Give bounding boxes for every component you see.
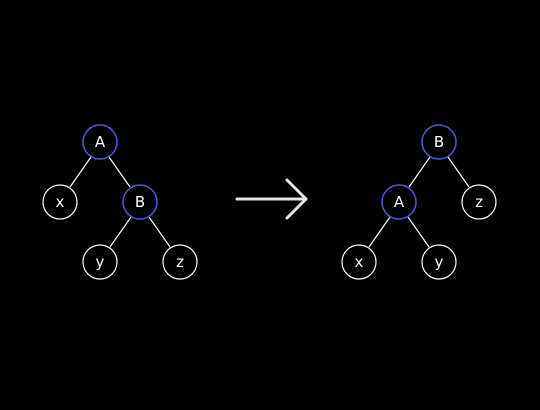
left-tree: A x B y z (42, 124, 198, 280)
right-node-b-label: B (434, 133, 444, 151)
left-node-a-label: A (95, 133, 106, 151)
left-node-b: B (122, 184, 158, 220)
left-edge-a-x (69, 156, 92, 188)
right-node-b-ring (421, 124, 457, 160)
right-node-y-label: y (435, 253, 444, 271)
left-node-z-ring (162, 244, 198, 280)
right-node-a-ring (381, 184, 417, 220)
left-node-b-label: B (135, 193, 145, 211)
right-node-z: z (461, 184, 497, 220)
right-edge-a-x (368, 216, 391, 248)
left-node-x-ring (42, 184, 78, 220)
left-node-y-label: y (96, 253, 105, 271)
left-node-y-ring (82, 244, 118, 280)
right-node-z-ring (461, 184, 497, 220)
left-node-y: y (82, 244, 118, 280)
left-node-x: x (42, 184, 78, 220)
left-node-x-label: x (56, 193, 65, 211)
right-node-x-ring (341, 244, 377, 280)
right-node-x: x (341, 244, 377, 280)
left-edge-b-y (109, 216, 132, 248)
right-node-b: B (421, 124, 457, 160)
right-node-x-label: x (355, 253, 364, 271)
right-node-a: A (381, 184, 417, 220)
left-node-z: z (162, 244, 198, 280)
right-tree: B A z x y (341, 124, 497, 280)
arrow-head (285, 178, 308, 220)
right-edge-b-z (447, 156, 470, 188)
left-node-a: A (82, 124, 118, 160)
left-node-a-ring (82, 124, 118, 160)
right-arrow-icon (235, 178, 308, 220)
right-node-y: y (421, 244, 457, 280)
right-node-y-ring (421, 244, 457, 280)
right-node-z-label: z (475, 193, 483, 211)
left-node-z-label: z (176, 253, 184, 271)
right-edge-b-a (408, 156, 431, 188)
left-edge-a-b (108, 156, 131, 188)
right-node-a-label: A (394, 193, 405, 211)
right-edge-a-y (407, 216, 430, 248)
left-edge-b-z (148, 216, 171, 248)
left-node-b-ring (122, 184, 158, 220)
